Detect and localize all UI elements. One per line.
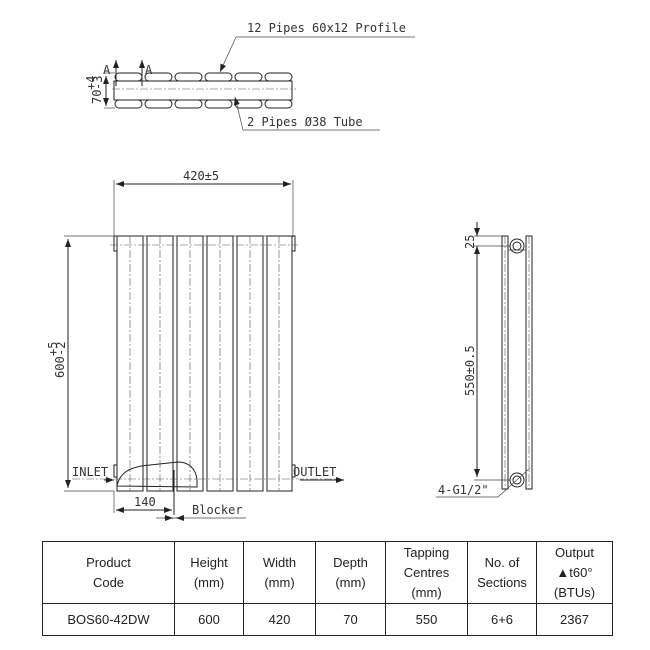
section-marker-a-left: A	[103, 63, 111, 77]
profile-pipes-bottom	[114, 99, 293, 109]
header-product-code: Product Code	[42, 541, 175, 604]
section-marker-a-right: A	[145, 63, 153, 77]
technical-drawing: A A 70 +4 -3 12 Pipes 60x12 Profile 2 Pi…	[46, 21, 533, 521]
side-view: 25 550±0.5 4-G1/2"	[436, 222, 533, 498]
inlet-label: INLET	[72, 465, 108, 479]
height-dimension: 600	[53, 356, 67, 378]
top-view: A A 70 +4 -3 12 Pipes 60x12 Profile 2 Pi…	[84, 21, 415, 131]
radiator-columns	[116, 235, 293, 492]
height-tol-lower: -2	[54, 342, 68, 356]
connection-label: 4-G1/2"	[438, 483, 489, 497]
table-header-row: Product Code Height (mm) Width (mm) Dept…	[42, 541, 613, 604]
specification-table: Product Code Height (mm) Width (mm) Dept…	[42, 541, 613, 636]
profile-pipes-label: 12 Pipes 60x12 Profile	[247, 21, 406, 35]
blocker-offset-dimension: 140	[134, 495, 156, 509]
front-view: 420±5	[46, 169, 344, 521]
tube-pipes-label: 2 Pipes Ø38 Tube	[247, 115, 363, 129]
width-dimension: 420±5	[183, 169, 219, 183]
cell-sections: 6+6	[467, 603, 537, 636]
depth-dimension: 70	[90, 90, 104, 104]
header-tube	[113, 80, 293, 101]
header-sections: No. of Sections	[467, 541, 537, 604]
header-output: Output ▲t60° (BTUs)	[536, 541, 613, 604]
cell-output: 2367	[536, 603, 613, 636]
header-height: Height (mm)	[174, 541, 244, 604]
cell-product-code: BOS60-42DW	[42, 603, 175, 636]
header-width: Width (mm)	[243, 541, 316, 604]
tapping-dimension: 550±0.5	[463, 345, 477, 396]
blocker-shape	[116, 461, 198, 488]
table-row: BOS60-42DW 600 420 70 550 6+6 2367	[42, 603, 613, 636]
header-tapping-centres: Tapping Centres (mm)	[385, 541, 468, 604]
header-depth: Depth (mm)	[315, 541, 386, 604]
cell-width: 420	[243, 603, 316, 636]
cell-depth: 70	[315, 603, 386, 636]
depth-tol-upper: +4	[84, 76, 98, 90]
depth-tol-lower: -3	[91, 76, 105, 90]
blocker-label: Blocker	[192, 503, 243, 517]
cell-tapping-centres: 550	[385, 603, 468, 636]
top-offset-dimension: 25	[463, 235, 477, 249]
outlet-label: OUTLET	[293, 465, 336, 479]
cell-height: 600	[174, 603, 244, 636]
height-tol-upper: +5	[46, 342, 60, 356]
